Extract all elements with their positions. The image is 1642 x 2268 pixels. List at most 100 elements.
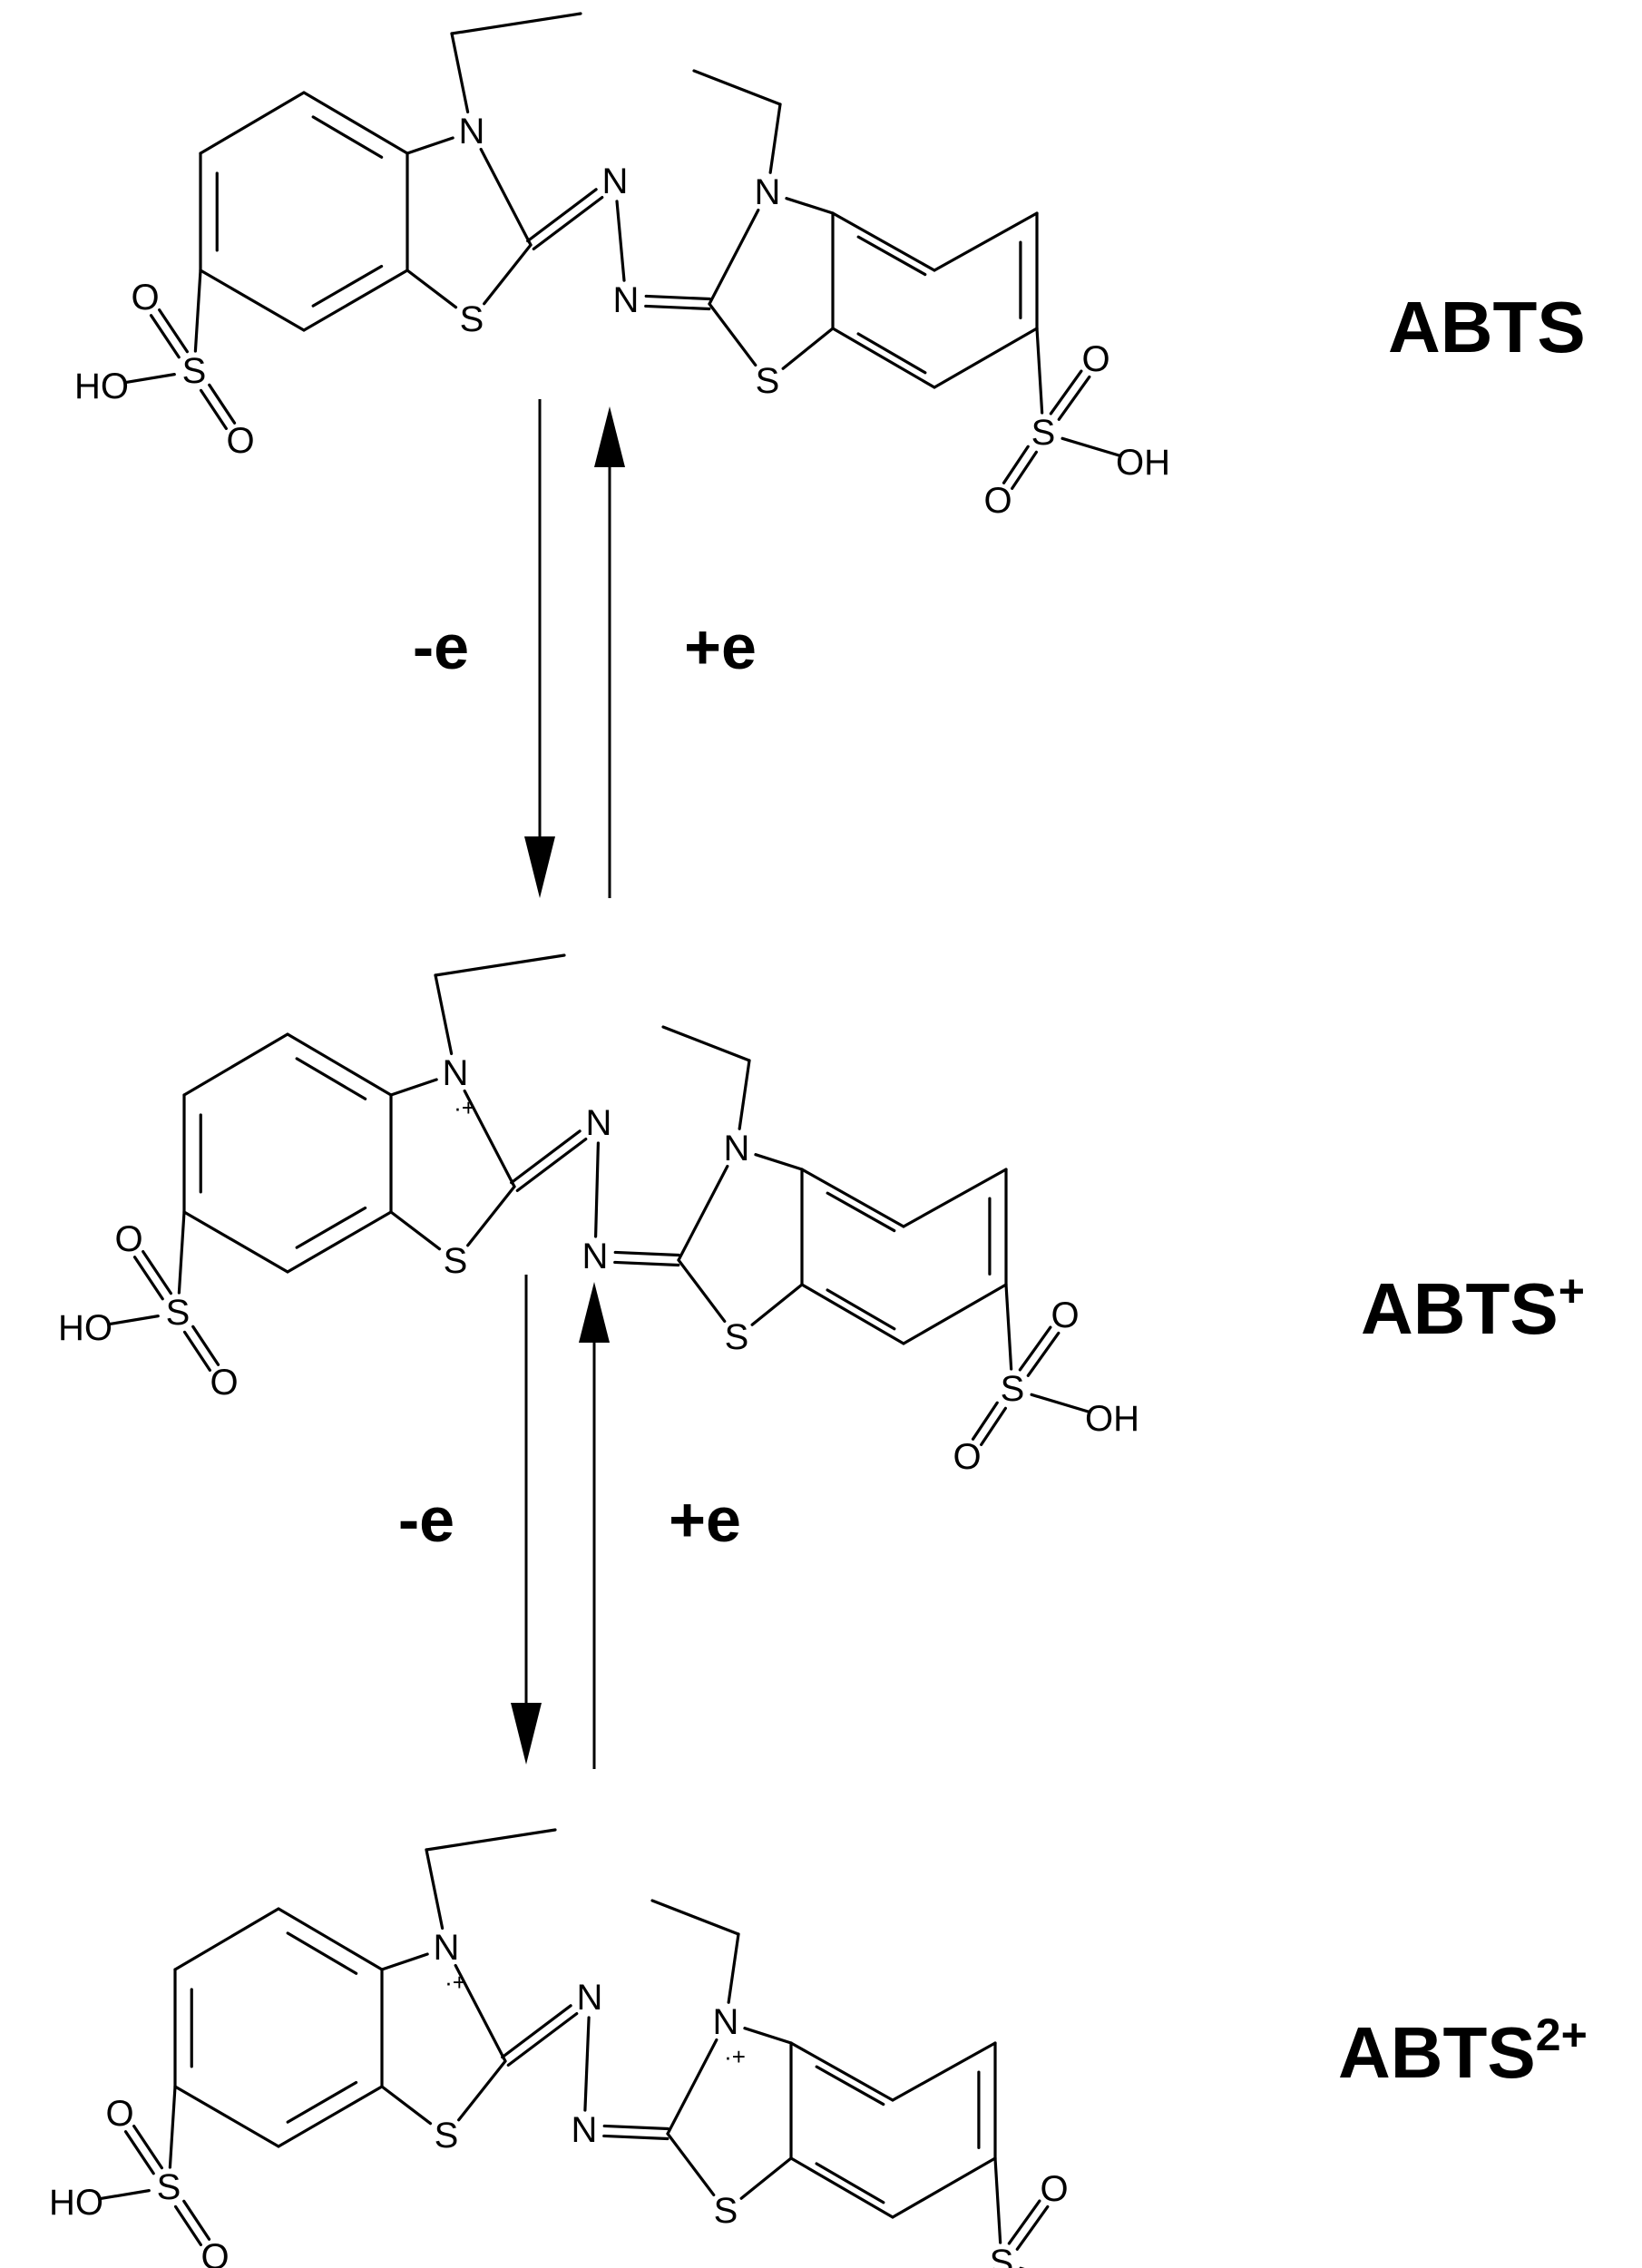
single-bond (891, 2156, 997, 2219)
sulfonyl-double-bond (1057, 375, 1091, 421)
sulfonyl-double-bond (1026, 1331, 1060, 1377)
azine-double-bond (510, 1129, 582, 1185)
oxygen-atom: O (983, 481, 1012, 521)
azine-nitrogen-atom: N (577, 1978, 603, 2018)
thiazole-sulfur-atom: S (725, 1317, 749, 1357)
ethyl-bond (727, 1932, 740, 2004)
single-bond (277, 1907, 384, 1971)
ethyl-bond (738, 1059, 751, 1130)
sulfonyl-double-bond (1015, 2204, 1050, 2251)
single-bond (199, 269, 306, 332)
ethyl-bond (425, 1848, 445, 1931)
ethyl-bond (450, 32, 470, 114)
hydroxyl-group: OH (1085, 1399, 1139, 1439)
thiazole-sulfur-atom: S (460, 299, 484, 339)
sulfonyl-sulfur-atom: S (1031, 413, 1056, 453)
hydroxyl-bond (98, 2189, 151, 2201)
single-bond (463, 1089, 516, 1188)
azine-nitrogen-atom: N (586, 1103, 612, 1143)
single-bond (754, 1153, 804, 1171)
single-bond (457, 2059, 507, 2122)
single-bond (743, 2027, 793, 2045)
sulfonyl-sulfur-atom: S (157, 2167, 181, 2207)
aromatic-inner-bond (311, 115, 384, 159)
azine-nitrogen-atom: N (572, 2110, 598, 2150)
oxygen-atom: O (105, 2094, 133, 2134)
sulfonyl-double-bond (149, 314, 181, 359)
azine-double-bond (532, 196, 604, 250)
ethyl-bond (434, 973, 454, 1056)
step-2-reverse-label: +e (669, 1484, 741, 1555)
single-bond (173, 1907, 280, 1971)
azine-double-bond (602, 2134, 670, 2141)
sulfonyl-sulfur-atom: S (166, 1293, 191, 1333)
single-bond (466, 1185, 516, 1247)
single-bond (789, 2156, 894, 2219)
hydroxyl-group: OH (1116, 443, 1170, 483)
single-bond (677, 1164, 729, 1262)
sulfonyl-bond (993, 2156, 1002, 2244)
azine-double-bond (644, 294, 711, 301)
azine-single-bond (615, 200, 626, 282)
sulfonyl-double-bond (199, 388, 228, 430)
single-bond (708, 302, 757, 367)
aromatic-inner-bond (815, 2162, 885, 2204)
hydroxyl-group: HO (58, 1308, 112, 1348)
sulfonyl-double-bond (1002, 445, 1030, 484)
azine-double-bond (515, 1138, 588, 1192)
aromatic-inner-bond (856, 332, 927, 375)
nitrogen-atom: N (459, 112, 485, 152)
ethyl-bond (650, 1899, 740, 1936)
single-bond (173, 2085, 280, 2148)
sulfonyl-double-bond (980, 1406, 1007, 1447)
species-label-abts-dication: ABTS2+ (1338, 2009, 1588, 2093)
azine-double-bond (602, 2124, 670, 2131)
ethyl-bond (425, 1828, 557, 1852)
aromatic-inner-bond (826, 1191, 896, 1233)
single-bond (302, 269, 409, 332)
single-bond (389, 1078, 438, 1097)
azine-nitrogen-atom: N (582, 1237, 609, 1276)
single-bond (666, 2132, 716, 2197)
single-bond (789, 2041, 894, 2102)
single-bond (182, 1210, 289, 1274)
equilibrium-arrows-step-2: -e +e (398, 1275, 741, 1769)
single-bond (380, 2085, 433, 2126)
ethyl-bond (768, 103, 782, 174)
hydroxyl-bond (1030, 1393, 1091, 1414)
hydroxyl-bond (123, 373, 176, 385)
aromatic-inner-bond (815, 2065, 885, 2107)
single-bond (831, 327, 936, 389)
aromatic-inner-bond (286, 1931, 358, 1975)
azine-double-bond (644, 304, 711, 311)
aromatic-inner-bond (295, 1206, 367, 1249)
single-bond (454, 1963, 507, 2063)
oxygen-atom: O (210, 1363, 238, 1403)
azine-nitrogen-atom: N (602, 161, 629, 201)
ethyl-bond (434, 953, 566, 977)
hydroxyl-bond (1060, 436, 1122, 458)
thiazole-sulfur-atom: S (756, 361, 780, 401)
sulfonyl-bond (1004, 1283, 1013, 1371)
single-bond (389, 1210, 442, 1251)
oxidation-arrowhead (524, 836, 555, 898)
sulfonyl-bond (177, 1210, 186, 1295)
azine-nitrogen-atom: N (613, 280, 640, 320)
sulfonyl-sulfur-atom: S (182, 351, 207, 391)
aromatic-inner-bond (826, 1288, 896, 1331)
hydroxyl-bond (107, 1315, 160, 1326)
thiazole-sulfur-atom: S (435, 2116, 459, 2156)
thiazole-sulfur-atom: S (444, 1241, 468, 1281)
reduction-arrowhead (579, 1282, 610, 1343)
species-label-abts: ABTS (1388, 287, 1586, 367)
sulfonyl-double-bond (971, 1401, 999, 1441)
equilibrium-arrows-step-1: -e +e (413, 399, 757, 898)
single-bond (199, 91, 306, 155)
single-bond (666, 2038, 718, 2136)
aromatic-inner-bond (856, 235, 927, 277)
step-1-reverse-label: +e (684, 611, 757, 682)
single-bond (380, 1952, 429, 1971)
sulfonyl-double-bond (158, 308, 189, 354)
